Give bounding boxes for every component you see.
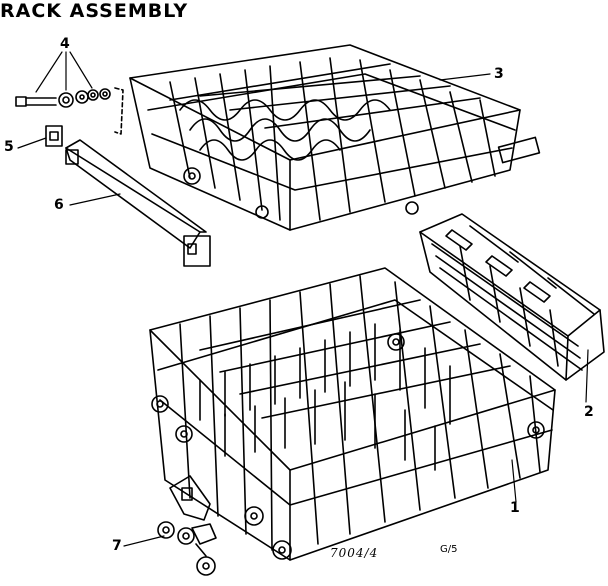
callout-4: 4 (60, 36, 70, 52)
silverware-basket-part-2 (419, 213, 605, 381)
rail-part-6 (65, 139, 211, 267)
callout-5: 5 (4, 139, 14, 155)
callout-6: 6 (54, 197, 64, 213)
page-title: RACK ASSEMBLY (0, 0, 189, 22)
callout-3: 3 (494, 66, 504, 82)
callout-7: 7 (112, 538, 122, 554)
callout-1: 1 (510, 500, 520, 516)
upper-rack-part-3 (129, 44, 541, 231)
sheet-code: G/5 (440, 544, 458, 555)
fastener-set-part-4 (15, 87, 124, 135)
roller-part-7 (157, 475, 217, 576)
leader-lines (17, 51, 589, 547)
lower-rack-part-1 (149, 267, 556, 561)
callout-2: 2 (584, 404, 594, 420)
drawing-code: 7004/4 (330, 546, 379, 560)
clip-part-5 (45, 125, 63, 147)
